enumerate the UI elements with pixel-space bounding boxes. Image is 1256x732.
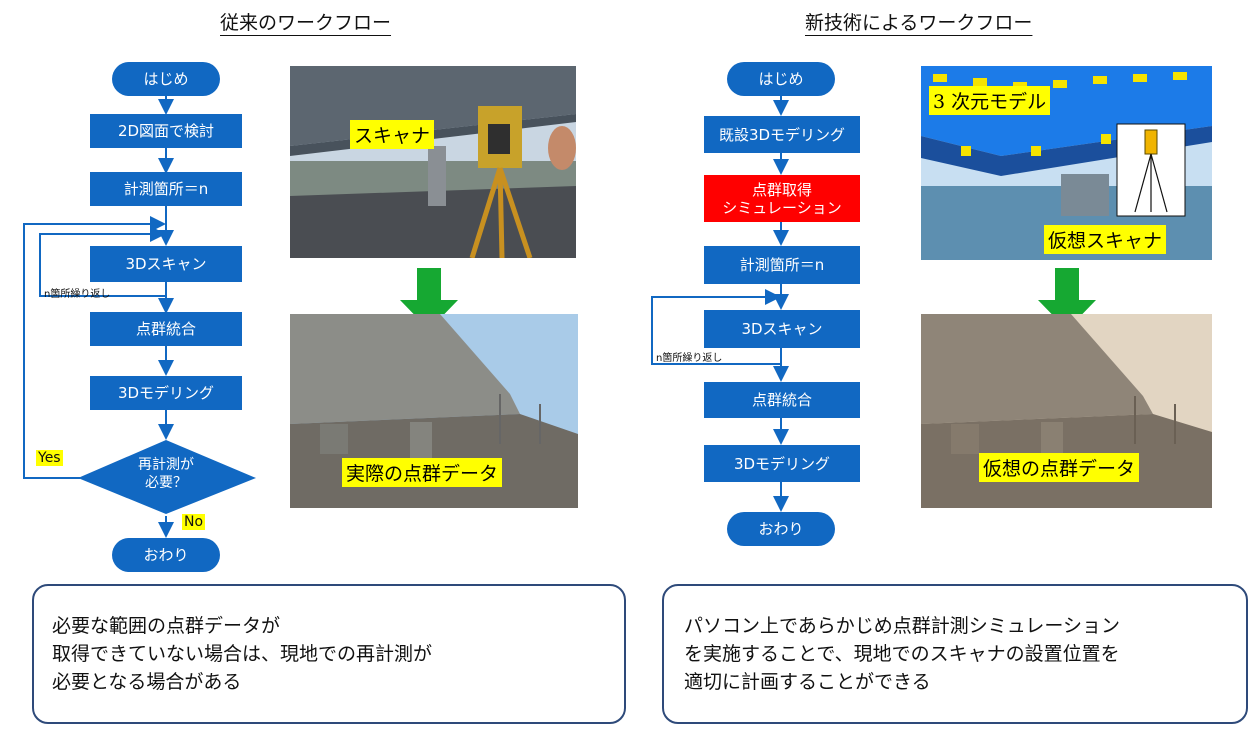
right-step-count: 計測箇所＝n: [704, 246, 860, 284]
right-end: おわり: [727, 512, 835, 546]
left-end: おわり: [112, 538, 220, 572]
left-step-model: 3Dモデリング: [90, 376, 242, 410]
simulation-line-2: シミュレーション: [722, 198, 842, 217]
left-note-text: 必要な範囲の点群データが 取得できていない場合は、現地での再計測が 必要となる場…: [52, 612, 432, 696]
decision-diamond: [78, 440, 256, 514]
virtual-pointcloud-image: [921, 314, 1212, 508]
left-step-review2d: 2D図面で検討: [90, 114, 242, 148]
right-note-text: パソコン上であらかじめ点群計測シミュレーション を実施することで、現地でのスキャ…: [684, 612, 1120, 696]
decision-line-1: 再計測が: [138, 457, 194, 473]
decision-text: 再計測が 必要？: [110, 456, 222, 492]
left-note-panel: [32, 584, 626, 724]
left-note-line-2: 取得できていない場合は、現地での再計測が: [52, 643, 433, 665]
right-note-line-2: を実施することで、現地でのスキャナの設置位置を: [684, 643, 1120, 665]
left-note-line-3: 必要となる場合がある: [52, 671, 242, 693]
left-step-count: 計測箇所＝n: [90, 172, 242, 206]
right-note-line-1: パソコン上であらかじめ点群計測シミュレーション: [684, 615, 1121, 637]
scanner-photo: [290, 66, 576, 258]
virtual-scanner-callout: 仮想スキャナ: [1044, 225, 1167, 254]
left-step-merge: 点群統合: [90, 312, 242, 346]
real-pointcloud-callout: 実際の点群データ: [342, 458, 503, 487]
right-step-merge: 点群統合: [704, 382, 860, 418]
right-note-panel: [662, 584, 1248, 724]
right-step-simulation: 点群取得 シミュレーション: [704, 175, 860, 222]
decision-line-2: 必要？: [145, 475, 187, 491]
left-start: はじめ: [112, 62, 220, 96]
right-title: 新技術によるワークフロー: [805, 12, 1033, 34]
left-loop-label: n箇所繰り返し: [44, 289, 111, 300]
left-title: 従来のワークフロー: [220, 12, 392, 34]
scanner-callout: スキャナ: [350, 120, 435, 149]
no-label: No: [182, 514, 206, 530]
3d-model-callout: 3 次元モデル: [929, 86, 1051, 115]
right-step-scan: 3Dスキャン: [704, 310, 860, 348]
simulation-line-1: 点群取得: [751, 180, 812, 199]
right-step-model-existing: 既設3Dモデリング: [704, 116, 860, 153]
right-start: はじめ: [727, 62, 835, 96]
left-note-line-1: 必要な範囲の点群データが: [52, 615, 281, 637]
right-note-line-3: 適切に計画することができる: [684, 671, 931, 693]
right-loop-label: n箇所繰り返し: [656, 353, 723, 364]
virtual-pointcloud-callout: 仮想の点群データ: [979, 453, 1140, 482]
left-step-scan: 3Dスキャン: [90, 246, 242, 282]
yes-label: Yes: [36, 450, 63, 466]
right-step-model: 3Dモデリング: [704, 445, 860, 482]
